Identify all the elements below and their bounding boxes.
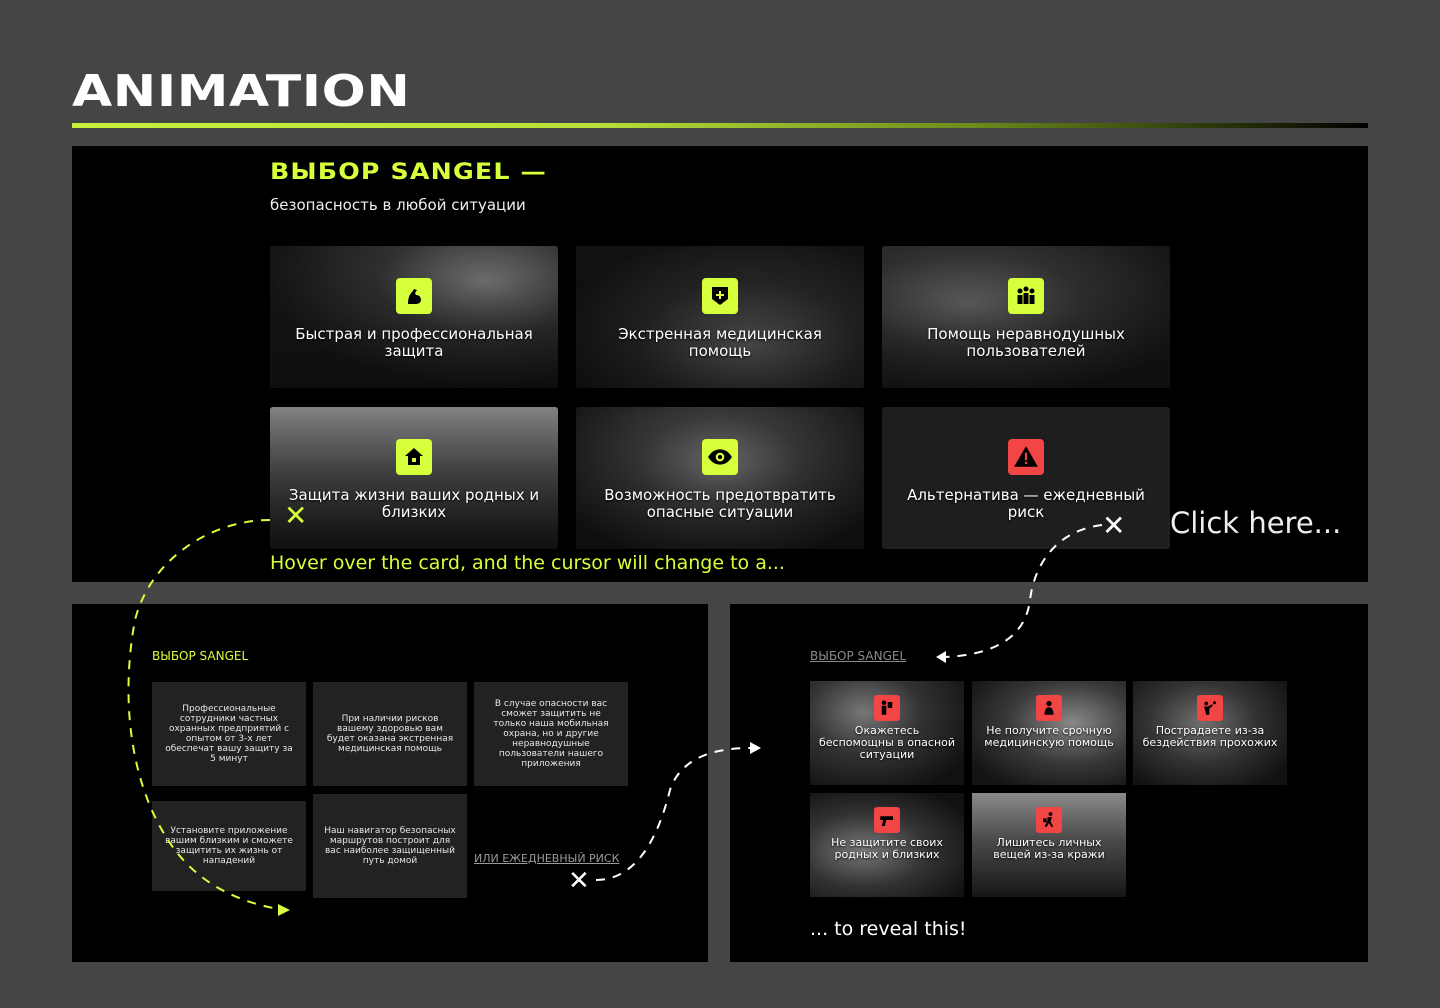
card-label: Не получите срочную медицинскую помощь xyxy=(984,724,1114,749)
card-label: Пострадаете из-за бездействия прохожих xyxy=(1142,724,1278,749)
card-label: Экстренная медицинская помощь xyxy=(618,325,822,360)
danger-figure-icon xyxy=(874,695,900,721)
card-photo xyxy=(882,407,1170,549)
risk-card[interactable]: Не защитите своих родных и близких xyxy=(810,793,964,897)
medical-plus-icon xyxy=(702,278,738,314)
risks-panel: ВЫБОР SANGEL Окажетесь беспомощны в опас… xyxy=(730,604,1368,962)
hero-card-community[interactable]: Помощь неравнодушных пользователей xyxy=(882,246,1170,388)
warning-icon xyxy=(1008,439,1044,475)
risk-card[interactable]: Не получите срочную медицинскую помощь xyxy=(972,681,1126,785)
thief-icon xyxy=(1036,807,1062,833)
hero-card-prevention[interactable]: Возможность предотвратить опасные ситуац… xyxy=(576,407,864,549)
card-photo xyxy=(576,407,864,549)
benefit-card[interactable]: Наш навигатор безопасных маршрутов постр… xyxy=(313,794,467,898)
card-label: Альтернатива — ежедневный риск xyxy=(907,486,1145,521)
hero-card-medical[interactable]: Экстренная медицинская помощь xyxy=(576,246,864,388)
benefit-card[interactable]: Профессиональные сотрудники частных охра… xyxy=(152,682,306,786)
gun-icon xyxy=(874,807,900,833)
reveal-note: ... to reveal this! xyxy=(810,918,967,940)
card-label: Возможность предотвратить опасные ситуац… xyxy=(604,486,836,521)
hero-heading: ВЫБОР SANGEL — xyxy=(270,160,548,185)
hover-note: Hover over the card, and the cursor will… xyxy=(270,552,785,574)
benefit-card[interactable]: Установите приложение вашим близким и см… xyxy=(152,801,306,891)
card-label: Защита жизни ваших родных и близких xyxy=(288,486,540,521)
title-rule xyxy=(72,123,1368,128)
people-group-icon xyxy=(1008,278,1044,314)
benefit-card[interactable]: При наличии рисков вашему здоровью вам б… xyxy=(313,682,467,786)
home-icon xyxy=(396,439,432,475)
daily-risk-link[interactable]: ИЛИ ЕЖЕДНЕВНЫЙ РИСК xyxy=(474,852,620,865)
page-title: ANIMATION xyxy=(72,66,411,117)
benefits-panel: ВЫБОР SANGEL Профессиональные сотрудники… xyxy=(72,604,708,962)
card-label: Лишитесь личных вещей из-за кражи xyxy=(993,836,1105,861)
hero-panel: ВЫБОР SANGEL — безопасность в любой ситу… xyxy=(72,146,1368,582)
hero-card-family[interactable]: Защита жизни ваших родных и близких xyxy=(270,407,558,549)
card-label: Не защитите своих родных и близких xyxy=(831,836,943,861)
click-note: Click here... xyxy=(1170,506,1342,540)
benefit-card[interactable]: В случае опасности вас сможет защитить н… xyxy=(474,682,628,786)
cursor-x-icon: ✕ xyxy=(284,499,308,532)
card-photo xyxy=(270,407,558,549)
hero-card-protection[interactable]: Быстрая и профессиональная защита xyxy=(270,246,558,388)
injured-person-icon xyxy=(1036,695,1062,721)
attack-icon xyxy=(1197,695,1223,721)
card-label: Быстрая и профессиональная защита xyxy=(295,325,533,360)
eye-icon xyxy=(702,439,738,475)
cursor-x-icon: ✕ xyxy=(568,866,590,896)
card-label: Окажетесь беспомощны в опасной ситуации xyxy=(818,724,956,761)
cursor-x-icon: ✕ xyxy=(1102,509,1126,542)
card-photo xyxy=(882,246,1170,388)
risk-card[interactable]: Лишитесь личных вещей из-за кражи xyxy=(972,793,1126,897)
card-label: Помощь неравнодушных пользователей xyxy=(927,325,1125,360)
card-photo xyxy=(576,246,864,388)
risk-card[interactable]: Окажетесь беспомощны в опасной ситуации xyxy=(810,681,964,785)
risk-card[interactable]: Пострадаете из-за бездействия прохожих xyxy=(1133,681,1287,785)
hero-subtitle: безопасность в любой ситуации xyxy=(270,196,526,214)
muscle-arm-icon xyxy=(396,278,432,314)
benefits-heading: ВЫБОР SANGEL xyxy=(152,649,249,663)
hero-card-risk[interactable]: Альтернатива — ежедневный риск xyxy=(882,407,1170,549)
card-photo xyxy=(270,246,558,388)
risks-heading[interactable]: ВЫБОР SANGEL xyxy=(810,649,907,663)
